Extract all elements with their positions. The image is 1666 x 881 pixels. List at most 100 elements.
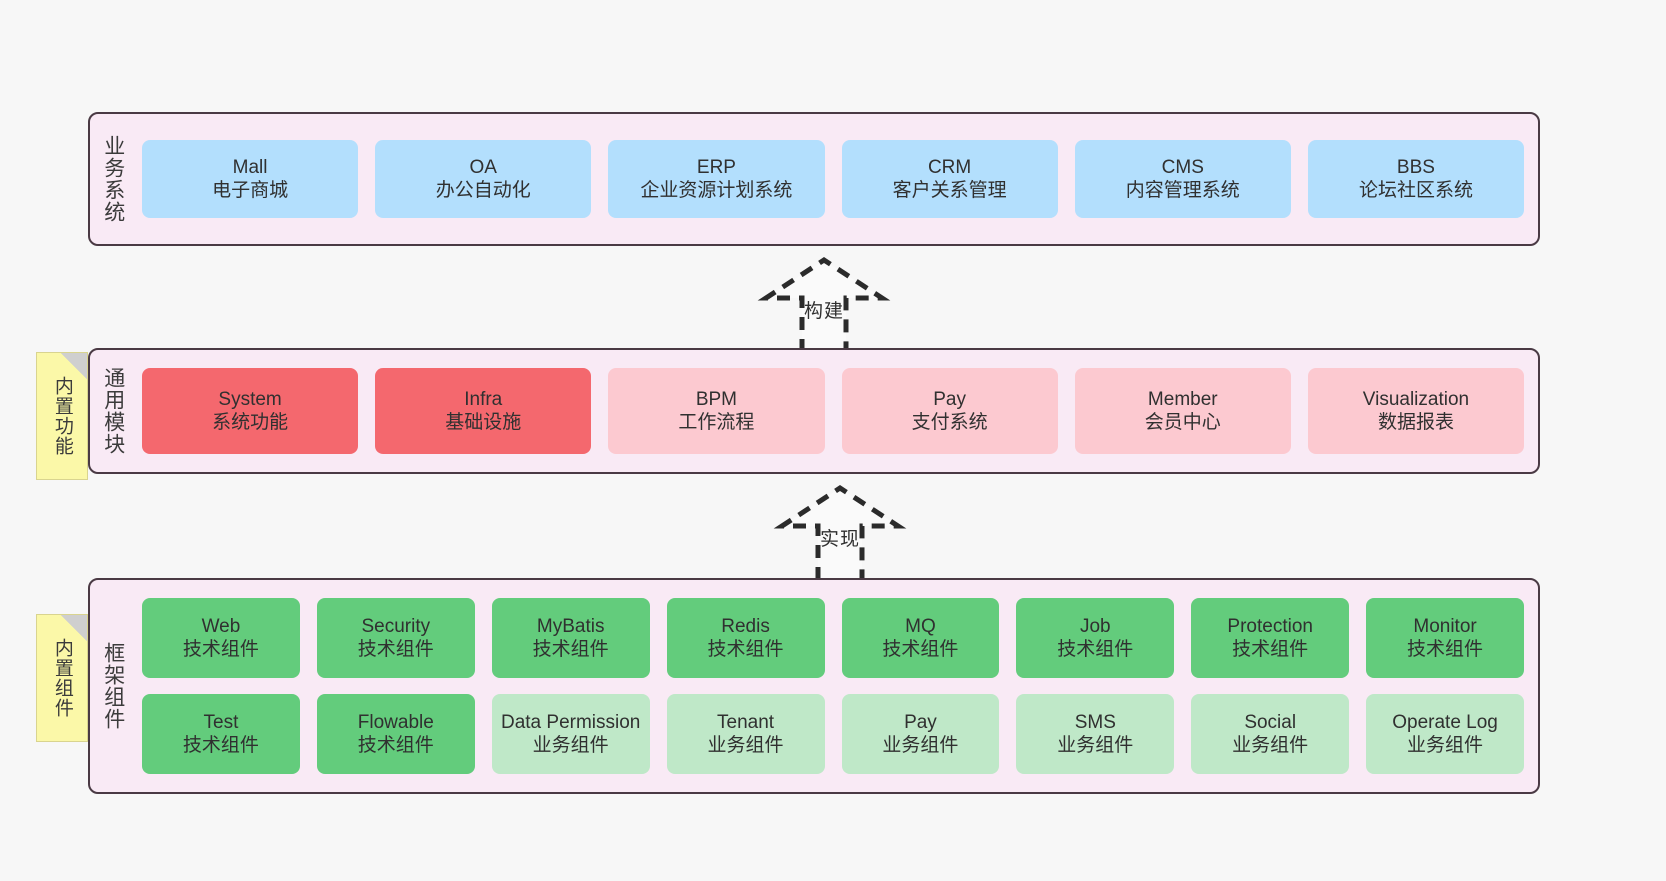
card-cms[interactable]: CMS 内容管理系统 [1074,140,1291,218]
card-row: Mall 电子商城 OA 办公自动化 ERP 企业资源计划系统 CRM 客户关系… [142,140,1525,218]
card-title: Web [201,615,241,637]
card-title: ERP [696,156,736,178]
card-mq[interactable]: MQ 技术组件 [841,598,1000,678]
card-subtitle: 业务组件 [707,735,784,756]
card-oa[interactable]: OA 办公自动化 [375,140,592,218]
card-redis[interactable]: Redis 技术组件 [666,598,825,678]
card-title: Operate Log [1392,711,1498,733]
card-title: Tenant [717,711,775,733]
up-arrow-icon [757,257,891,352]
card-subtitle: 工作流程 [678,412,755,433]
card-title: Pay [904,711,937,733]
card-subtitle: 技术组件 [182,735,259,756]
card-bbs[interactable]: BBS 论坛社区系统 [1307,140,1525,218]
card-subtitle: 技术组件 [1407,639,1484,660]
card-tenant[interactable]: Tenant 业务组件 [666,694,825,774]
card-pay-module[interactable]: Pay 支付系统 [841,368,1058,454]
layer-body-business-systems: Mall 电子商城 OA 办公自动化 ERP 企业资源计划系统 CRM 客户关系… [136,114,1538,244]
layer-body-framework-components: Web 技术组件 Security 技术组件 MyBatis 技术组件 Redi… [136,580,1538,792]
card-title: Infra [464,388,503,410]
card-title: Data Permission [500,711,641,733]
card-monitor[interactable]: Monitor 技术组件 [1366,598,1524,678]
card-title: Mall [232,156,268,178]
card-test[interactable]: Test 技术组件 [142,694,300,774]
card-title: System [218,388,282,410]
connector-implement: 实现 [760,482,920,582]
card-title: Visualization [1362,388,1470,410]
card-data-permission[interactable]: Data Permission 业务组件 [491,694,650,774]
card-mybatis[interactable]: MyBatis 技术组件 [491,598,650,678]
card-erp[interactable]: ERP 企业资源计划系统 [608,140,825,218]
card-title: Job [1079,615,1111,637]
layer-title-framework-components: 框架组件 [101,642,125,730]
card-subtitle: 业务组件 [882,735,959,756]
card-pay-component[interactable]: Pay 业务组件 [841,694,1000,774]
card-member[interactable]: Member 会员中心 [1074,368,1291,454]
card-sms[interactable]: SMS 业务组件 [1016,694,1175,774]
card-title: Social [1244,711,1297,733]
card-title: Test [203,711,239,733]
card-subtitle: 技术组件 [182,639,259,660]
card-subtitle: 技术组件 [882,639,959,660]
card-subtitle: 内容管理系统 [1125,180,1240,201]
card-subtitle: 技术组件 [532,639,609,660]
card-subtitle: 技术组件 [1057,639,1134,660]
card-row-tech: Web 技术组件 Security 技术组件 MyBatis 技术组件 Redi… [142,598,1524,678]
card-title: BPM [695,388,738,410]
card-security[interactable]: Security 技术组件 [316,598,475,678]
card-job[interactable]: Job 技术组件 [1016,598,1175,678]
connector-build-label: 构建 [803,301,844,322]
connector-build: 构建 [744,254,904,354]
card-subtitle: 业务组件 [1232,735,1309,756]
card-system[interactable]: System 系统功能 [142,368,359,454]
card-title: Pay [933,388,966,410]
card-subtitle: 业务组件 [1407,735,1484,756]
card-title: MyBatis [536,615,605,637]
layer-title-general-modules: 通用模块 [101,367,125,455]
card-flowable[interactable]: Flowable 技术组件 [316,694,475,774]
layer-general-modules: 通用模块 System 系统功能 Infra 基础设施 BPM 工作流程 Pay… [88,348,1540,474]
card-title: SMS [1074,711,1116,733]
card-subtitle: 技术组件 [707,639,784,660]
card-subtitle: 业务组件 [1057,735,1134,756]
card-mall[interactable]: Mall 电子商城 [142,140,359,218]
card-subtitle: 客户关系管理 [892,180,1007,201]
card-title: Security [361,615,431,637]
card-protection[interactable]: Protection 技术组件 [1191,598,1350,678]
card-subtitle: 论坛社区系统 [1358,180,1473,201]
connector-implement-label: 实现 [819,529,860,550]
card-title: CRM [927,156,972,178]
card-subtitle: 系统功能 [212,412,289,433]
sticky-note-builtin-features: 内置功能 [36,352,88,480]
card-web[interactable]: Web 技术组件 [142,598,300,678]
card-subtitle: 基础设施 [445,412,522,433]
card-title: BBS [1396,156,1435,178]
card-subtitle: 企业资源计划系统 [640,180,793,201]
card-infra[interactable]: Infra 基础设施 [375,368,592,454]
layer-business-systems: 业务系统 Mall 电子商城 OA 办公自动化 ERP 企业资源计划系统 CRM… [88,112,1540,246]
card-subtitle: 办公自动化 [435,180,531,201]
card-subtitle: 业务组件 [532,735,609,756]
card-title: Monitor [1413,615,1477,637]
card-title: Redis [721,615,770,637]
card-title: Flowable [357,711,434,733]
sticky-note-builtin-components: 内置组件 [36,614,88,742]
card-subtitle: 会员中心 [1144,412,1221,433]
layer-framework-components: 框架组件 Web 技术组件 Security 技术组件 MyBatis 技术组件… [88,578,1540,794]
card-crm[interactable]: CRM 客户关系管理 [841,140,1058,218]
card-title: CMS [1161,156,1204,178]
card-operate-log[interactable]: Operate Log 业务组件 [1366,694,1524,774]
layer-title-business-systems: 业务系统 [101,135,125,223]
sticky-note-label: 内置组件 [51,638,73,718]
card-bpm[interactable]: BPM 工作流程 [608,368,825,454]
card-title: Member [1147,388,1218,410]
card-row: System 系统功能 Infra 基础设施 BPM 工作流程 Pay 支付系统… [142,368,1525,454]
card-subtitle: 技术组件 [357,639,434,660]
card-subtitle: 技术组件 [1232,639,1309,660]
card-title: Protection [1227,615,1313,637]
layer-body-general-modules: System 系统功能 Infra 基础设施 BPM 工作流程 Pay 支付系统… [136,350,1538,472]
up-arrow-icon [773,485,907,580]
card-row-business: Test 技术组件 Flowable 技术组件 Data Permission … [142,694,1524,774]
card-social[interactable]: Social 业务组件 [1191,694,1350,774]
card-visualization[interactable]: Visualization 数据报表 [1307,368,1525,454]
